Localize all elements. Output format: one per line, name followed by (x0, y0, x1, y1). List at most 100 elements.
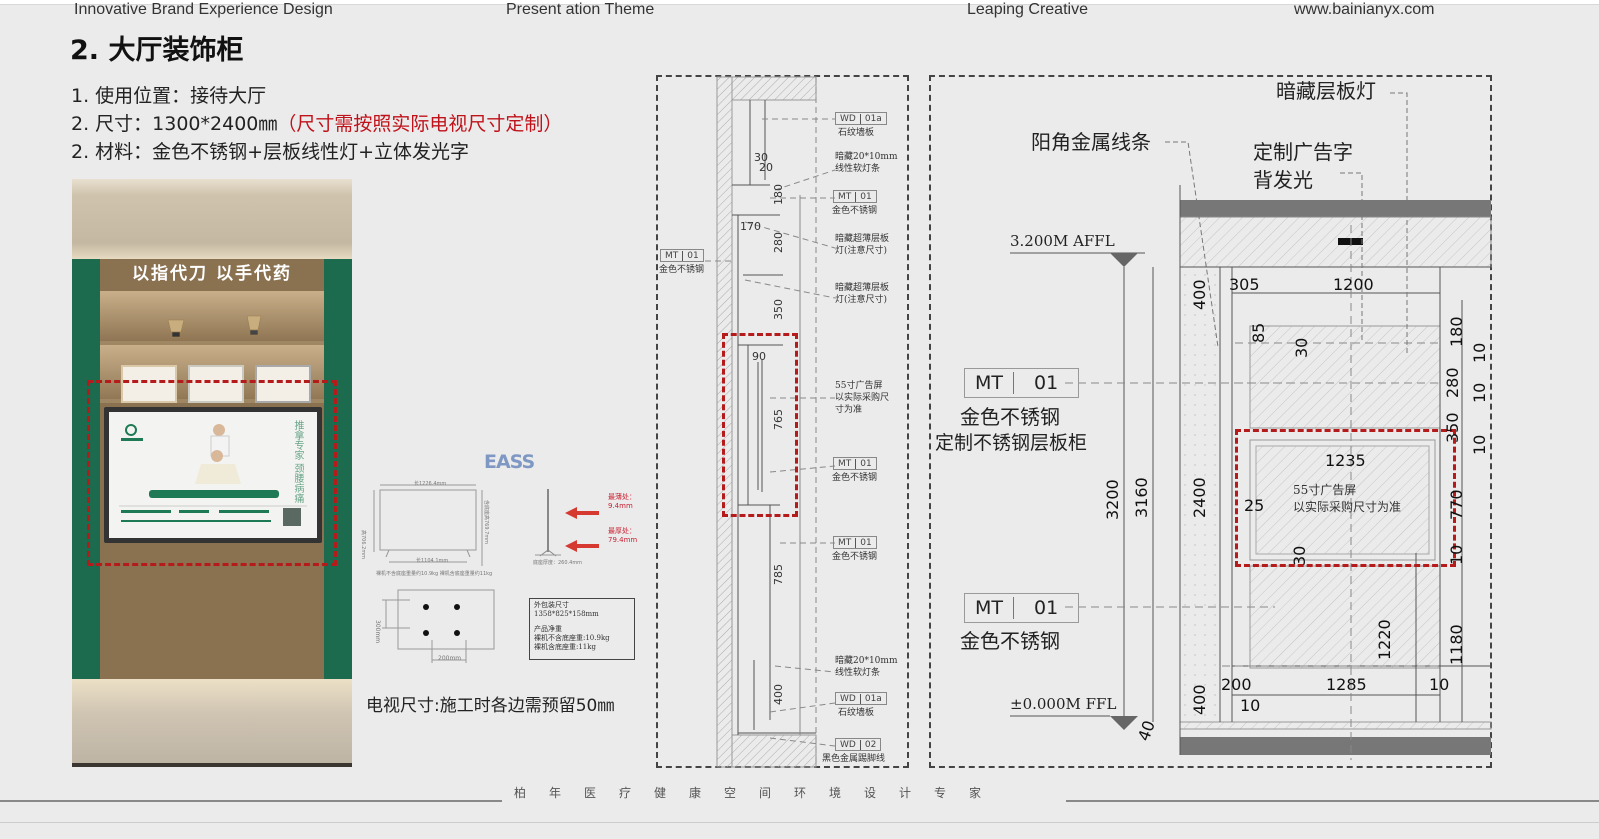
vesa-hole (454, 604, 460, 610)
dim-1235: 1235 (1325, 451, 1366, 470)
label-led-strip: 暗藏20*10mm 线性软灯条 (835, 152, 898, 174)
label-left-gold-steel: 金色不锈钢 (659, 265, 705, 275)
spec-material-text: 2. 材料：金色不锈钢+层板线性灯+立体发光字 (71, 141, 470, 163)
tv-size-note: 电视尺寸:施工时各边需预留50㎜ (366, 696, 615, 716)
dim-785: 785 (772, 564, 785, 585)
dim-280-right: 280 (1443, 367, 1462, 398)
label-shelf-light-1: 暗藏超薄层板 灯(注意尺寸) (835, 234, 890, 256)
green-wall-right (324, 259, 352, 679)
label-elev-gold-steel-bottom: 金色不锈钢 (960, 629, 1060, 653)
dim-30-bottom: 30 (1290, 545, 1309, 566)
dim-770: 770 (1447, 489, 1466, 520)
spec-location-text: 1. 使用位置：接待大厅 (71, 85, 267, 107)
dim-90: 90 (752, 350, 766, 363)
dim-20: 20 (759, 161, 773, 174)
dim-10-bottom: 10 (1240, 696, 1261, 715)
label-led-strip: 暗藏20*10mm 线性软灯条 (835, 656, 898, 678)
dim-350-right: 350 (1443, 412, 1462, 443)
dim-1285: 1285 (1326, 675, 1367, 694)
dim-10-r2: 10 (1470, 382, 1489, 403)
label-elev-ad-screen: 55寸广告屏 以实际采购尺寸为准 (1293, 483, 1402, 514)
header-left: Innovative Brand Experience Design (74, 1, 333, 18)
vesa-hole (423, 630, 429, 636)
ceiling (72, 179, 352, 259)
trophy-cup-2 (246, 315, 262, 331)
label-shelf-light-2: 暗藏超薄层板 灯(注意尺寸) (835, 283, 890, 305)
dim-1200: 1200 (1333, 275, 1374, 294)
dim-30: 30 (754, 151, 768, 164)
dim-2400: 2400 (1190, 477, 1209, 518)
dim-180: 180 (772, 184, 785, 205)
label-black-skirting: 黑色金属踢脚线 (822, 754, 886, 764)
stand-depth-label: 底座厚度：260.4mm (533, 560, 583, 566)
net-title: 产品净重 (534, 625, 562, 633)
label-gold-steel: 金色不锈钢 (832, 552, 878, 562)
header-center-right: Leaping Creative (967, 1, 1088, 18)
highlight-tv-area (87, 380, 337, 566)
dim-305: 305 (1229, 275, 1260, 294)
cabinet-slogan: 以指代刀 以手代药 (132, 264, 292, 284)
package-size: 1358*825*158mm (534, 610, 599, 618)
tv-width-label: 长1226.4mm (414, 481, 447, 487)
tv-stand-span-label: 长1104.1mm (416, 558, 449, 564)
header-right: www.bainianyx.com (1294, 1, 1435, 18)
net-without-stand: 裸机不含底座重:10.9kg (534, 634, 610, 642)
dim-280: 280 (772, 232, 785, 253)
dim-1180: 1180 (1447, 624, 1466, 665)
section-highlight-screen (722, 333, 798, 517)
vesa-outline (397, 589, 495, 650)
tv-front-outline (379, 489, 477, 551)
elevation-highlight-screen (1235, 429, 1456, 567)
arrow-thick (565, 540, 599, 552)
cabinet-rendering: 以指代刀 以手代药 推拿专家 颈 (72, 179, 352, 767)
dim-1220: 1220 (1375, 619, 1394, 660)
footer-slogan: 柏年医疗健康空间环境设计专家 (514, 786, 1005, 800)
thinnest-label: 最薄处：9.4mm (608, 493, 636, 510)
spec-size-note: （尺寸需按照实际电视尺寸定制） (277, 113, 563, 135)
dim-10-right: 10 (1429, 675, 1450, 694)
shelf-1 (100, 341, 324, 345)
footer-line-right (1066, 800, 1599, 802)
label-gold-steel: 金色不锈钢 (832, 206, 878, 216)
label-corner-metal: 阳角金属线条 (1031, 130, 1151, 154)
dim-400: 400 (772, 684, 785, 705)
trophies (167, 315, 262, 338)
certificate-2 (188, 365, 244, 403)
dim-170: 170 (740, 220, 761, 233)
dim-200: 200 (1221, 675, 1252, 694)
level-top: 3.200M AFFL (1010, 232, 1115, 250)
vesa-width-label: 200mm (438, 655, 462, 662)
trophy-cup-1 (167, 319, 185, 333)
arrow-thin (565, 507, 599, 519)
certificate-3 (255, 365, 311, 403)
tv-height-stand-label: 含底座高769.7mm (483, 500, 489, 545)
tv-height-label: 高706.2mm (360, 530, 366, 560)
label-ad-screen: 55寸广告屏 以实际采购尺 寸为准 (835, 381, 890, 415)
green-wall-left (72, 259, 100, 679)
label-stone-panel: 石纹墙板 (838, 128, 875, 138)
dim-765: 765 (772, 409, 785, 430)
level-bottom: ±0.000M FFL (1010, 695, 1117, 713)
dim-350: 350 (772, 299, 785, 320)
footer-line-left (0, 800, 502, 802)
label-gold-steel: 金色不锈钢 (832, 473, 878, 483)
dim-30-top: 30 (1292, 337, 1311, 358)
thickest-label: 最厚处：79.4mm (608, 527, 638, 544)
dim-10-r3: 10 (1470, 434, 1489, 455)
dim-3200: 3200 (1103, 479, 1122, 520)
vesa-height-label: 300mm (374, 620, 381, 644)
tv-screen-ad: 推拿专家 颈腰病痛 (109, 412, 317, 538)
label-hidden-shelf-light: 暗藏层板灯 (1276, 79, 1376, 103)
label-stone-panel: 石纹墙板 (838, 708, 875, 718)
spec-location: 1. 使用位置：接待大厅 (71, 84, 266, 108)
tv-weight-note: 裸机不含底座重量约10.9kg 裸机含底座重量约11kg (376, 571, 493, 577)
certificate-1 (121, 365, 177, 403)
tv-ad-vertical-text: 推拿专家 颈腰病痛 (292, 420, 303, 504)
